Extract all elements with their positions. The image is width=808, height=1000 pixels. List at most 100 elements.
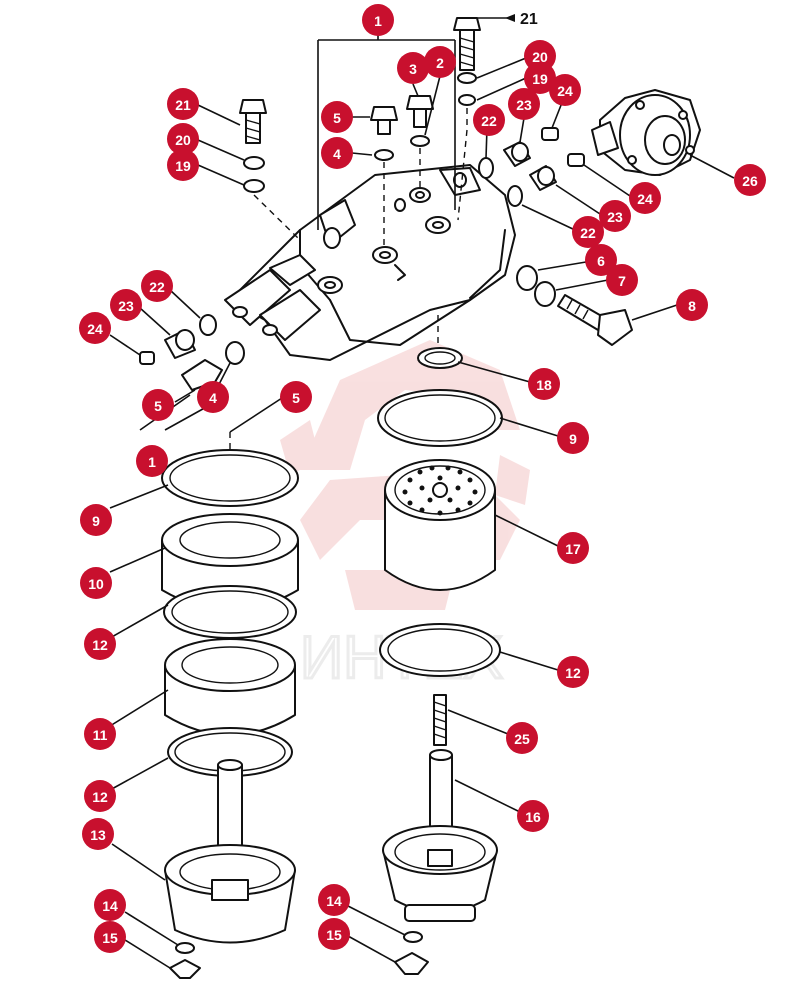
fitting-23-left — [164, 329, 196, 359]
callout-circle — [524, 40, 556, 72]
callout-number: 22 — [481, 113, 497, 129]
callout-1-c1b: 1 — [136, 445, 168, 477]
callout-number: 22 — [580, 225, 596, 241]
callout-circle — [362, 4, 394, 36]
washer-7 — [534, 281, 556, 307]
callout-number: 1 — [374, 13, 382, 29]
callout-circle — [280, 381, 312, 413]
alignment-lines — [229, 108, 468, 450]
callout-number: 1 — [148, 454, 156, 470]
callout-circle — [557, 532, 589, 564]
callout-circle — [517, 800, 549, 832]
callout-number: 12 — [92, 789, 108, 805]
filter-head-housing — [224, 164, 516, 361]
callout-circle — [167, 88, 199, 120]
washer-20-left — [243, 156, 265, 170]
callout-circle — [84, 628, 116, 660]
drain-cup-13 — [164, 844, 296, 944]
callout-number: 6 — [597, 253, 605, 269]
callout-number: 4 — [209, 390, 217, 406]
callout-circle — [508, 88, 540, 120]
callout-5-c5a: 5 — [321, 101, 353, 133]
callout-16-c16: 16 — [517, 800, 549, 832]
callout-23-c23a: 23 — [508, 88, 540, 120]
callout-number: 9 — [92, 513, 100, 529]
washer-19-left — [243, 179, 265, 193]
callout-circle — [397, 52, 429, 84]
washer-19-top — [458, 94, 476, 106]
stud-25 — [433, 694, 447, 746]
filter-bowl-11 — [164, 638, 296, 736]
callout-circle — [141, 270, 173, 302]
callout-circle — [94, 889, 126, 921]
callout-5-c5c: 5 — [280, 381, 312, 413]
callout-circle — [197, 381, 229, 413]
filter-element-17 — [384, 459, 496, 591]
callout-12-c12a: 12 — [84, 628, 116, 660]
part-label-21-top: 21 — [520, 11, 538, 28]
callout-number: 25 — [514, 731, 530, 747]
washer-14-left — [175, 942, 195, 954]
callout-19-c19b: 19 — [524, 62, 556, 94]
callout-22-c22b: 22 — [572, 216, 604, 248]
callout-number: 9 — [569, 431, 577, 447]
callout-10-c10: 10 — [80, 567, 112, 599]
washer-14-right — [403, 931, 423, 943]
callout-circle — [167, 123, 199, 155]
callout-circle — [506, 722, 538, 754]
fitting-24-left — [139, 351, 155, 365]
callout-leader-lines — [109, 14, 735, 969]
callout-23-c23c: 23 — [110, 289, 142, 321]
seal-22-right — [507, 185, 523, 207]
callout-number: 22 — [149, 279, 165, 295]
callout-circle — [82, 818, 114, 850]
callout-2-c2: 2 — [424, 46, 456, 78]
seal-ring-12-right — [379, 623, 501, 677]
callout-circle — [142, 389, 174, 421]
drain-plug-15-right — [394, 952, 429, 975]
callout-number: 8 — [688, 298, 696, 314]
seal-ring-9-right — [377, 389, 503, 447]
fitting-23-right — [529, 165, 557, 191]
callout-number: 14 — [326, 893, 342, 909]
hand-primer-pump-26 — [591, 89, 701, 176]
fitting-23-top-right — [503, 141, 531, 167]
callout-11-c11: 11 — [84, 718, 116, 750]
callout-circle — [318, 918, 350, 950]
callout-number: 23 — [118, 298, 134, 314]
drain-plug-15-left — [169, 959, 201, 979]
callout-number: 19 — [175, 158, 191, 174]
callout-25-c25: 25 — [506, 722, 538, 754]
callout-number: 14 — [102, 898, 118, 914]
seal-22-left — [199, 314, 217, 336]
callout-number: 17 — [565, 541, 581, 557]
callout-number: 4 — [333, 146, 341, 162]
callout-8-c8: 8 — [676, 289, 708, 321]
callout-circle — [557, 422, 589, 454]
callout-1-c1a: 1 — [362, 4, 394, 36]
callout-circle — [318, 884, 350, 916]
callout-14-c14b: 14 — [318, 884, 350, 916]
callout-21-c21a: 21 — [167, 88, 199, 120]
callout-4-c4b: 4 — [197, 381, 229, 413]
callout-number: 11 — [93, 727, 108, 743]
callout-circle — [424, 46, 456, 78]
bolt-8 — [557, 294, 633, 346]
callout-22-c22c: 22 — [141, 270, 173, 302]
callout-number: 3 — [409, 61, 417, 77]
callout-circle — [734, 164, 766, 196]
bolt-5-top — [370, 106, 398, 135]
callout-22-c22a: 22 — [473, 104, 505, 136]
callout-number: 5 — [333, 110, 341, 126]
callout-circle — [676, 289, 708, 321]
callout-24-c24a: 24 — [549, 74, 581, 106]
callout-number: 5 — [292, 390, 300, 406]
callout-23-c23b: 23 — [599, 200, 631, 232]
callout-number: 15 — [326, 927, 342, 943]
callout-circle — [572, 216, 604, 248]
bolt-21-left — [239, 99, 267, 144]
callout-circle — [321, 137, 353, 169]
callout-12-c12b: 12 — [557, 656, 589, 688]
bolt-3 — [406, 95, 434, 128]
